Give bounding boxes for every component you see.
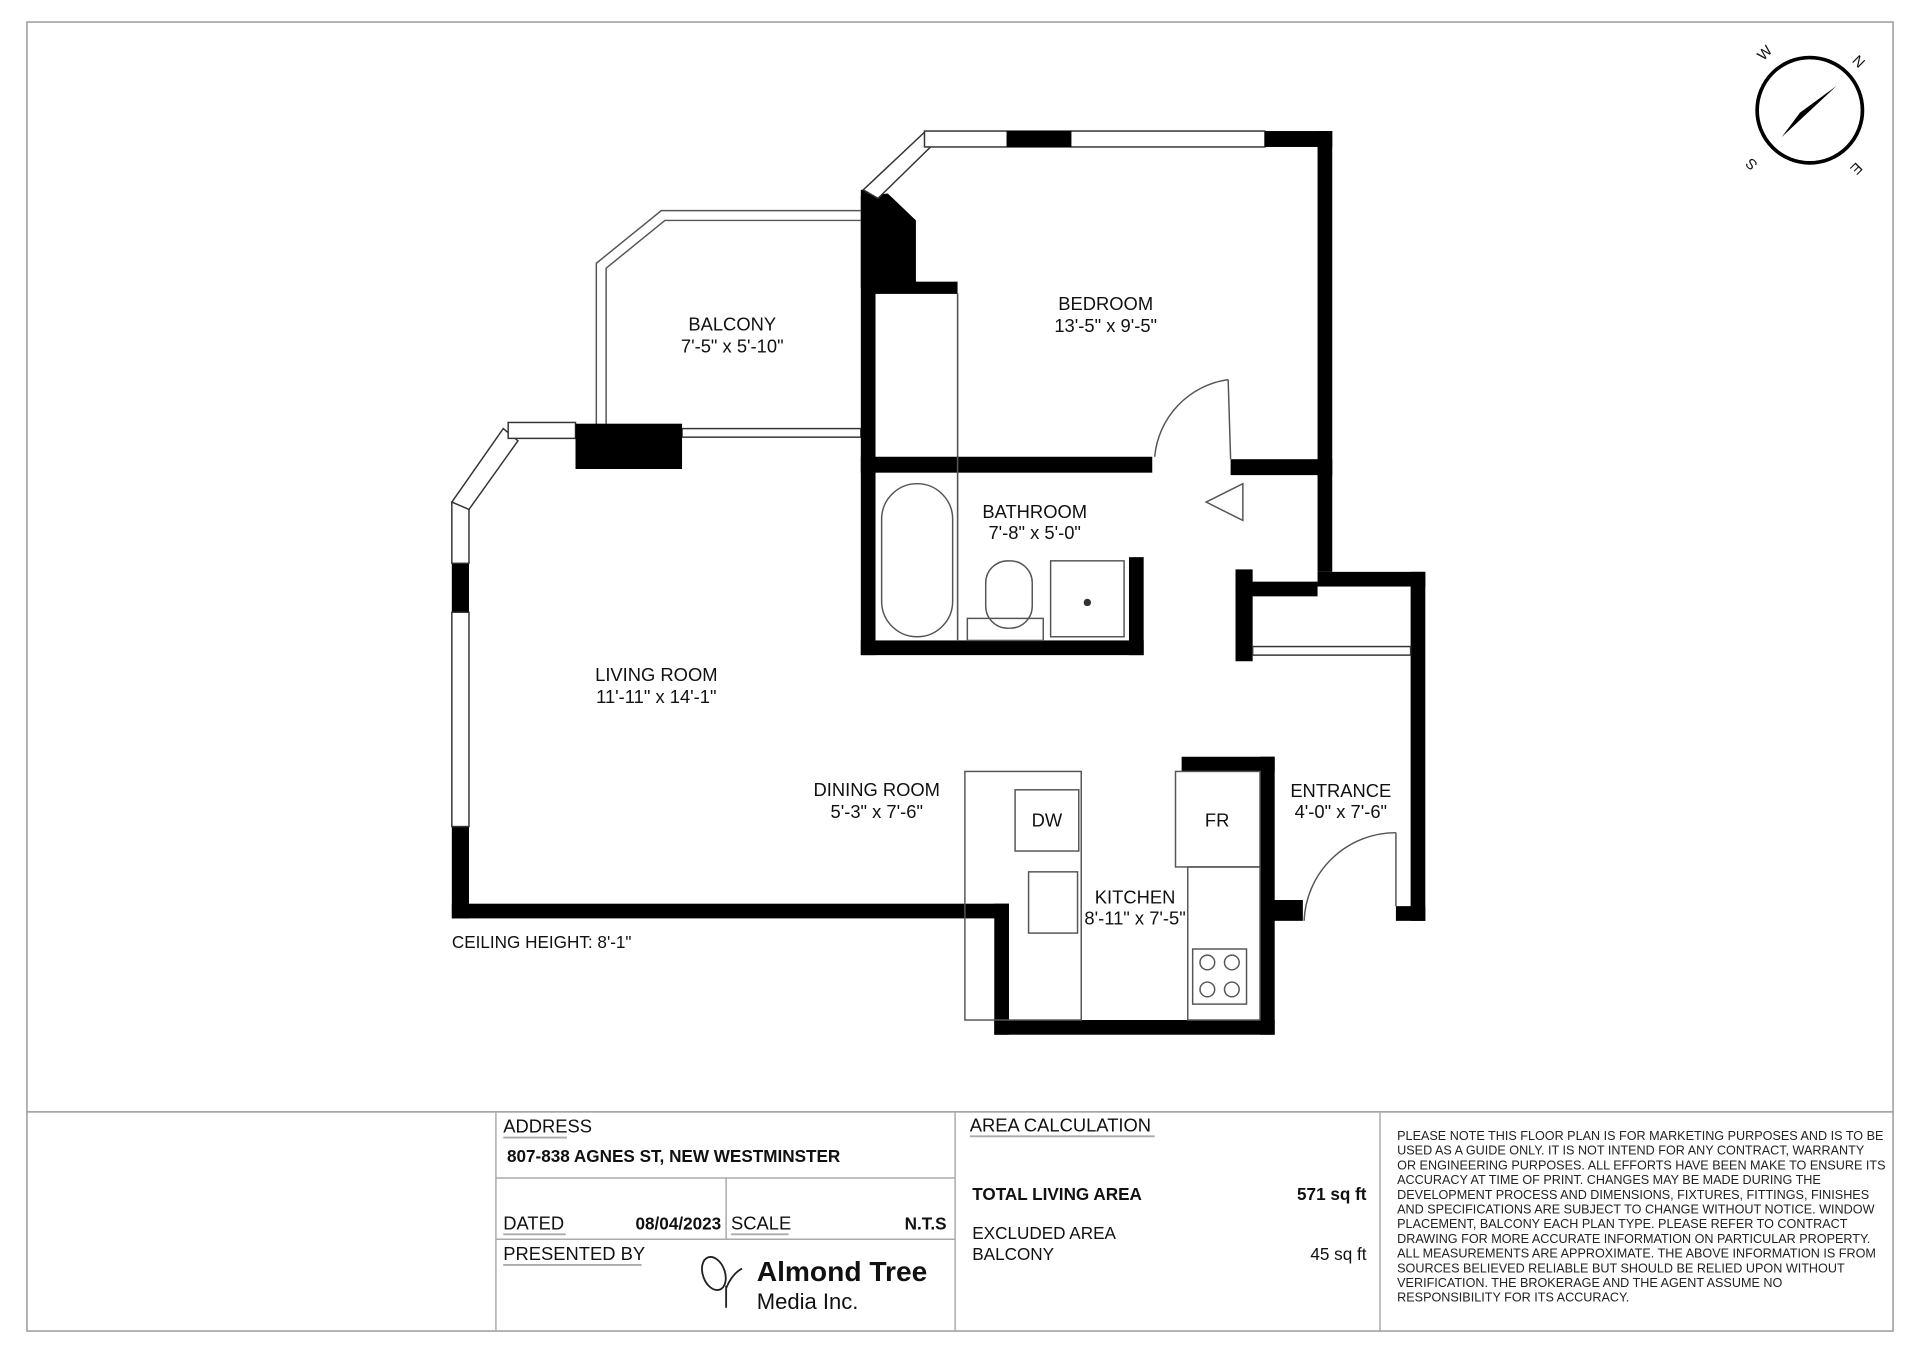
- svg-text:Almond Tree: Almond Tree: [757, 1256, 928, 1287]
- svg-text:7'-5" x 5'-10": 7'-5" x 5'-10": [681, 336, 784, 357]
- toilet: [984, 560, 1033, 629]
- sink: [1049, 560, 1125, 638]
- svg-text:BALCONY: BALCONY: [972, 1244, 1054, 1264]
- room-bathroom: BATHROOM: [982, 501, 1087, 522]
- svg-text:AND SPECIFICATIONS ARE SUBJECT: AND SPECIFICATIONS ARE SUBJECT TO CHANGE…: [1397, 1202, 1874, 1216]
- svg-text:VERIFICATION. THE BROKERAGE AN: VERIFICATION. THE BROKERAGE AND THE AGEN…: [1397, 1276, 1782, 1290]
- svg-text:7'-8" x 5'-0": 7'-8" x 5'-0": [988, 522, 1081, 543]
- svg-text:USED AS A GUIDE ONLY. IT IS NO: USED AS A GUIDE ONLY. IT IS NOT INTEND F…: [1397, 1144, 1865, 1158]
- svg-text:S: S: [1743, 154, 1761, 172]
- svg-text:SCALE: SCALE: [731, 1212, 791, 1233]
- svg-text:AREA CALCULATION: AREA CALCULATION: [970, 1114, 1151, 1135]
- compass-icon: W N S E: [1743, 43, 1868, 177]
- svg-text:OR ENGINEERING PURPOSES. ALL E: OR ENGINEERING PURPOSES. ALL EFFORTS HAV…: [1397, 1158, 1885, 1172]
- room-dining: DINING ROOM: [813, 779, 939, 800]
- ceiling-height: CEILING HEIGHT: 8'-1": [452, 932, 632, 952]
- svg-text:5'-3" x 7'-6": 5'-3" x 7'-6": [830, 801, 923, 822]
- bedroom-door-swing: [1153, 378, 1229, 457]
- svg-text:ALL MEASUREMENTS ARE APPROXIMA: ALL MEASUREMENTS ARE APPROXIMATE. THE AB…: [1397, 1247, 1876, 1261]
- svg-text:08/04/2023: 08/04/2023: [636, 1213, 722, 1233]
- svg-text:E: E: [1846, 159, 1864, 177]
- svg-text:SOURCES BELIEVED RELIABLE BUT: SOURCES BELIEVED RELIABLE BUT SHOULD BE …: [1397, 1261, 1845, 1275]
- svg-text:DW: DW: [1032, 810, 1063, 831]
- room-bedroom: BEDROOM: [1058, 293, 1153, 314]
- title-block-text: ADDRESS 807-838 AGNES ST, NEW WESTMINSTE…: [503, 1114, 1367, 1314]
- almond-tree-logo: Almond Tree Media Inc.: [701, 1256, 928, 1314]
- svg-text:ADDRESS: ADDRESS: [503, 1116, 592, 1137]
- sheet-border: [26, 21, 1894, 1332]
- svg-text:PLEASE NOTE THIS FLOOR PLAN IS: PLEASE NOTE THIS FLOOR PLAN IS FOR MARKE…: [1397, 1129, 1883, 1143]
- room-kitchen: KITCHEN: [1095, 887, 1176, 908]
- svg-text:DATED: DATED: [503, 1212, 564, 1233]
- svg-text:4'-0" x 7'-6": 4'-0" x 7'-6": [1295, 801, 1388, 822]
- svg-text:PLACEMENT, BALCONY EACH PLAN T: PLACEMENT, BALCONY EACH PLAN TYPE. PLEAS…: [1397, 1217, 1848, 1231]
- room-living: LIVING ROOM: [595, 664, 717, 685]
- svg-text:EXCLUDED AREA: EXCLUDED AREA: [972, 1223, 1116, 1243]
- svg-text:RESPONSIBILITY FOR ITS ACCURAC: RESPONSIBILITY FOR ITS ACCURACY.: [1397, 1291, 1629, 1305]
- svg-text:FR: FR: [1205, 810, 1229, 831]
- svg-text:W: W: [1755, 43, 1776, 64]
- dishwasher: [1014, 789, 1080, 852]
- svg-text:45 sq ft: 45 sq ft: [1310, 1244, 1366, 1264]
- fixtures: DW FR: [880, 293, 1397, 1021]
- walls: [450, 130, 1426, 1035]
- disclaimer: PLEASE NOTE THIS FLOOR PLAN IS FOR MARKE…: [1397, 1129, 1885, 1305]
- bathtub: [880, 482, 954, 638]
- svg-text:PRESENTED BY: PRESENTED BY: [503, 1243, 645, 1264]
- svg-text:N.T.S: N.T.S: [905, 1213, 947, 1233]
- room-entrance: ENTRANCE: [1290, 780, 1391, 801]
- address: 807-838 AGNES ST, NEW WESTMINSTER: [507, 1146, 841, 1166]
- svg-text:Media Inc.: Media Inc.: [757, 1289, 859, 1314]
- svg-text:TOTAL LIVING AREA: TOTAL LIVING AREA: [972, 1184, 1142, 1204]
- svg-text:8'-11" x 7'-5": 8'-11" x 7'-5": [1084, 908, 1185, 929]
- kitchen-sink: [1027, 871, 1079, 934]
- svg-text:DRAWING FOR MORE ACCURATE INFO: DRAWING FOR MORE ACCURATE INFORMATION ON…: [1397, 1232, 1870, 1246]
- svg-text:DEVELOPMENT PROCESS AND DIMENS: DEVELOPMENT PROCESS AND DIMENSIONS, FIXT…: [1397, 1188, 1869, 1202]
- kitchen-counter: [964, 770, 1082, 1021]
- stove: [1191, 948, 1248, 1005]
- svg-text:ACCURACY AT TIME OF PRINT. CHA: ACCURACY AT TIME OF PRINT. CHANGES MAY B…: [1397, 1173, 1821, 1187]
- room-balcony: BALCONY: [688, 314, 776, 335]
- title-block: [495, 1111, 1381, 1332]
- svg-text:11'-11" x 14'-1": 11'-11" x 14'-1": [596, 686, 716, 707]
- svg-text:571 sq ft: 571 sq ft: [1297, 1184, 1367, 1204]
- room-labels: BALCONY 7'-5" x 5'-10" BEDROOM 13'-5" x …: [452, 293, 1391, 952]
- entrance-door-swing: [1303, 831, 1396, 921]
- svg-text:13'-5" x 9'-5": 13'-5" x 9'-5": [1054, 315, 1157, 336]
- svg-text:N: N: [1849, 53, 1868, 72]
